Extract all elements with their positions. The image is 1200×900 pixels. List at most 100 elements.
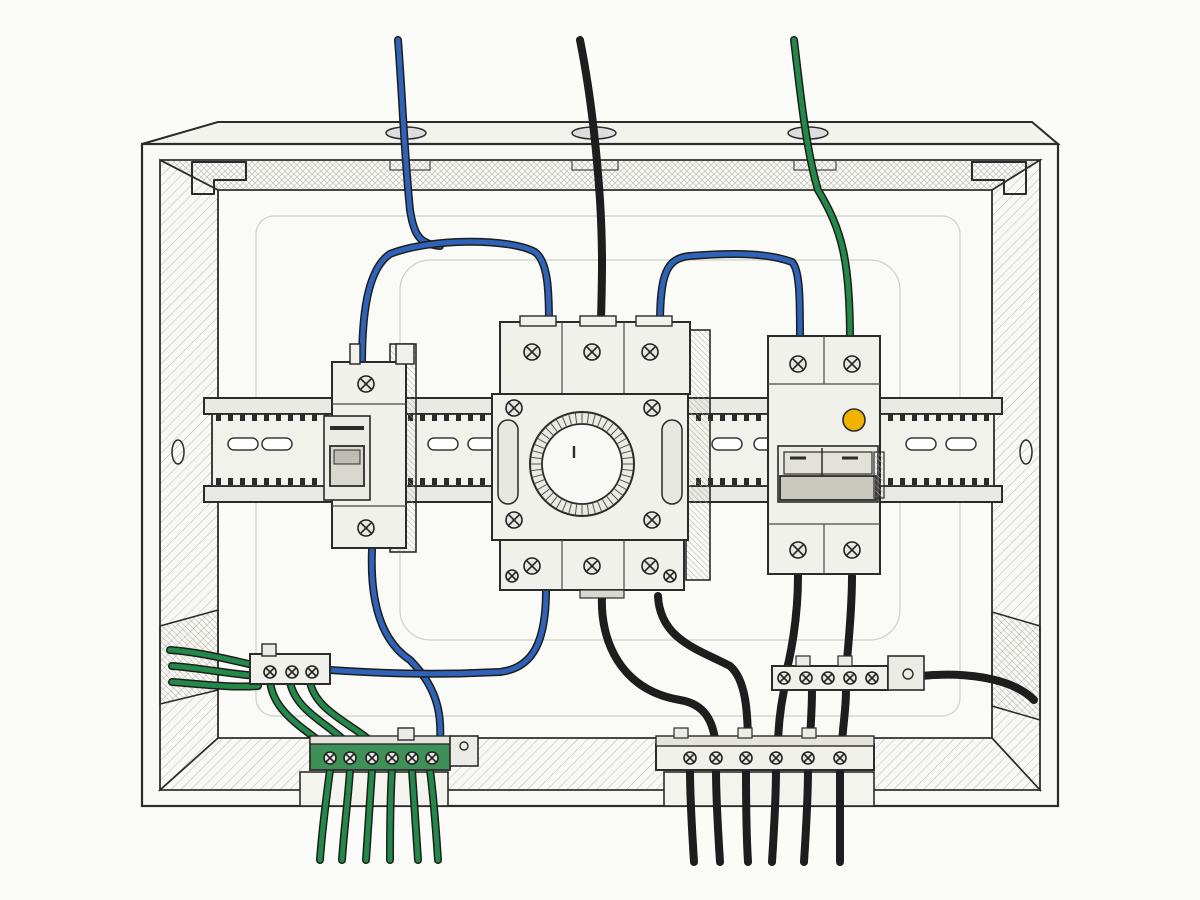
screw-slot <box>359 521 373 535</box>
phase-exit-wire <box>687 767 697 865</box>
din-rail-tooth <box>960 478 965 485</box>
rcd-terminal-screw[interactable] <box>789 355 807 373</box>
knurl-line <box>617 484 627 490</box>
phase-bar-screw[interactable] <box>709 751 723 765</box>
switch-terminal-screw[interactable] <box>583 343 601 361</box>
din-rail-tooth <box>948 478 953 485</box>
knurl-line <box>531 468 542 472</box>
din-rail-tooth <box>252 478 257 485</box>
knurl-line <box>562 501 567 512</box>
knurl-line <box>619 444 630 449</box>
screw-slot <box>265 667 275 677</box>
knurl-line <box>606 496 614 505</box>
knurl-line <box>545 492 554 501</box>
mcb-terminal-screw[interactable] <box>357 375 375 393</box>
screw-slot <box>359 377 373 391</box>
earth-bar-screw[interactable] <box>343 751 357 765</box>
side-knockout <box>171 439 185 465</box>
knurl-line <box>614 432 623 440</box>
screw-slot <box>845 543 859 557</box>
phase-bar-screw[interactable] <box>683 751 697 765</box>
din-rail-tooth <box>444 414 449 421</box>
earth-bar-screw[interactable] <box>365 751 379 765</box>
incoming-neutral-wire <box>395 37 443 249</box>
din-rail-tooth <box>228 414 233 421</box>
knurl-line <box>541 488 550 496</box>
neutral-block-screw[interactable] <box>305 665 319 679</box>
screw-slot <box>823 673 833 683</box>
rotary-knob[interactable] <box>529 411 635 517</box>
switch-terminal-screw[interactable] <box>641 557 659 575</box>
knurl-line <box>617 438 627 444</box>
din-rail-tooth <box>732 414 737 421</box>
din-rail-tooth <box>720 478 725 485</box>
rcd-terminal-screw[interactable] <box>843 355 861 373</box>
rcd <box>767 335 885 575</box>
main-switch <box>491 315 711 599</box>
din-rail-tooth <box>240 414 245 421</box>
din-rail-tooth <box>264 478 269 485</box>
neutral-block-screw[interactable] <box>285 665 299 679</box>
phase-exit-wire <box>713 767 723 865</box>
rcd-toggle[interactable] <box>779 475 877 501</box>
din-rail-tooth <box>924 414 929 421</box>
screw-slot <box>325 753 335 763</box>
knurl-line <box>610 427 619 436</box>
switch-terminal-screw[interactable] <box>583 557 601 575</box>
knurl-line <box>550 423 558 432</box>
phase-bar-screw[interactable] <box>801 751 815 765</box>
rcd-block-screw[interactable] <box>777 671 791 685</box>
rcd-terminal-screw[interactable] <box>843 541 861 559</box>
rcd-block-screw[interactable] <box>865 671 879 685</box>
mcb-terminal-screw[interactable] <box>357 519 375 537</box>
screw-slot <box>845 673 855 683</box>
din-rail-tooth <box>912 478 917 485</box>
neutral-block-screw[interactable] <box>263 665 277 679</box>
rcd-block-screw[interactable] <box>799 671 813 685</box>
din-rail-tooth <box>288 414 293 421</box>
din-rail-tooth <box>984 478 989 485</box>
earth-left-wire <box>169 679 261 690</box>
din-rail-tooth <box>948 414 953 421</box>
knurl-line <box>537 484 547 490</box>
enclosure-bottom-floor <box>157 737 1042 791</box>
earth-exit-wire <box>409 767 421 863</box>
din-rail-tooth <box>312 478 317 485</box>
din-rail-tooth <box>900 478 905 485</box>
rcd-terminal-screw[interactable] <box>789 541 807 559</box>
din-rail-slot <box>945 437 977 451</box>
phase-bar-screw[interactable] <box>769 751 783 765</box>
rcd-test-indicator[interactable] <box>842 408 866 432</box>
knurl-line <box>614 488 623 496</box>
screw-slot <box>801 673 811 683</box>
din-rail-tooth <box>468 478 473 485</box>
screw-slot <box>345 753 355 763</box>
screw-slot <box>367 753 377 763</box>
earth-bar-screw[interactable] <box>385 751 399 765</box>
din-rail-tooth <box>456 414 461 421</box>
switch-terminal-screw[interactable] <box>523 557 541 575</box>
earth-bar-screw[interactable] <box>323 751 337 765</box>
knurl-line <box>545 427 554 436</box>
phase-bar-screw[interactable] <box>833 751 847 765</box>
rcd-block-screw[interactable] <box>821 671 835 685</box>
switch-terminal-screw[interactable] <box>523 343 541 361</box>
knurl-line <box>541 432 550 440</box>
switch-terminal-screw[interactable] <box>641 343 659 361</box>
mcb <box>323 343 417 553</box>
knurl-line <box>602 419 608 429</box>
din-rail-tooth <box>900 414 905 421</box>
right-exit-wire <box>917 672 1037 703</box>
phase-bar-screw[interactable] <box>739 751 753 765</box>
din-rail-tooth <box>240 478 245 485</box>
neutral-switch-to-rcd-wire <box>657 251 803 343</box>
switch-mount-screw <box>505 511 523 529</box>
rcd-block-screw[interactable] <box>843 671 857 685</box>
earth-bar-screw[interactable] <box>405 751 419 765</box>
neutral-loop-wire <box>359 239 552 368</box>
din-rail-tooth <box>888 478 893 485</box>
din-rail-tooth <box>420 414 425 421</box>
din-rail-tooth <box>744 478 749 485</box>
earth-bar-screw[interactable] <box>425 751 439 765</box>
din-rail-tooth <box>228 478 233 485</box>
